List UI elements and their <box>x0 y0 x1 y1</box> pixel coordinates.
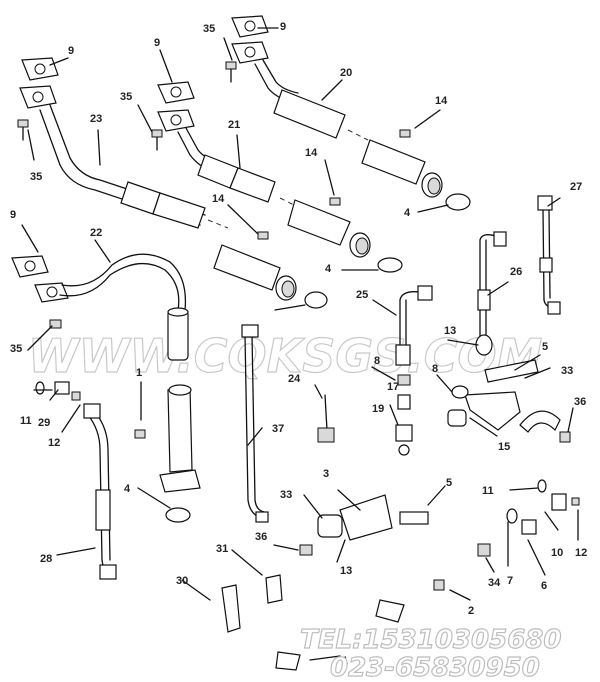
oil-line-26 <box>475 231 507 356</box>
exhaust-tube-23 <box>39 104 229 229</box>
callout-label: 11 <box>20 415 32 427</box>
callout-label: 2 <box>468 605 474 617</box>
callout-label: 13 <box>444 325 456 337</box>
callout-label: 3 <box>323 468 329 480</box>
callout-label: 31 <box>216 543 228 555</box>
tube-section-14 <box>213 244 328 309</box>
callout-label: 5 <box>542 341 548 353</box>
callout-label: 14 <box>305 147 318 159</box>
callout-label: 33 <box>280 489 292 501</box>
callout-label: 9 <box>154 37 160 49</box>
callout-label: 35 <box>203 23 215 35</box>
callout-label: 9 <box>68 45 74 57</box>
callout-label: 12 <box>575 547 587 559</box>
callout-label: 9 <box>280 21 286 33</box>
callout-label: 13 <box>340 565 352 577</box>
callout-label: 11 <box>482 485 494 497</box>
callout-label: 8 <box>374 355 380 367</box>
bolt <box>17 119 29 141</box>
callout-label: 36 <box>574 396 586 408</box>
callout-label: 28 <box>40 553 52 565</box>
flange-gasket <box>19 57 59 109</box>
bracket-3 <box>299 494 429 556</box>
callout-label: 33 <box>561 365 573 377</box>
callout-label: 4 <box>124 483 131 495</box>
bolt-24 <box>317 394 335 443</box>
contact-tel: TEL:15310305680 <box>300 625 561 655</box>
small-fittings <box>433 479 580 591</box>
oil-line-25 <box>395 285 433 456</box>
callout-label: 8 <box>432 363 438 375</box>
callout-label: 24 <box>288 373 301 385</box>
callout-label: 17 <box>387 381 399 393</box>
callout-label: 7 <box>507 575 513 587</box>
clip-2 <box>375 599 405 623</box>
callout-label: 14 <box>212 193 225 205</box>
callout-label: 5 <box>446 477 452 489</box>
callout-label: 1 <box>342 655 348 667</box>
bolt <box>151 129 163 151</box>
bolt <box>49 319 62 329</box>
callout-label: 15 <box>498 441 510 453</box>
callout-label: 9 <box>10 209 16 221</box>
bracket-30 <box>221 584 241 633</box>
watermark-text: WWW.CQKSGS.COM <box>28 329 542 383</box>
callout-label: 19 <box>372 403 384 415</box>
callout-label: 34 <box>488 577 501 589</box>
clamp-33 <box>519 410 571 443</box>
callout-labels: 9 9 35 9 20 35 35 23 21 14 14 14 27 9 22… <box>10 21 587 667</box>
fittings-group <box>35 381 81 401</box>
callout-label: 35 <box>10 343 22 355</box>
callout-label: 1 <box>136 367 142 379</box>
exhaust-tube-20 <box>231 15 471 211</box>
drain-tube-1 <box>134 384 201 523</box>
hose-28 <box>83 403 117 580</box>
callout-label: 35 <box>30 171 42 183</box>
callout-label: 21 <box>228 119 240 131</box>
callout-label: 27 <box>570 181 582 193</box>
callout-label: 4 <box>325 263 332 275</box>
exhaust-tube-21 <box>157 81 403 273</box>
hose-37 <box>241 324 269 523</box>
contact-phone: 023-65830950 <box>330 653 540 682</box>
callout-label: 26 <box>510 266 522 278</box>
bracket-31 <box>265 574 283 604</box>
callout-label: 29 <box>38 417 50 429</box>
callout-label: 10 <box>551 547 563 559</box>
callout-label: 14 <box>435 95 448 107</box>
callout-label: 22 <box>90 227 102 239</box>
bolt <box>257 129 411 240</box>
exhaust-tube-22 <box>11 253 189 361</box>
callout-label: 4 <box>404 207 411 219</box>
callout-label: 25 <box>356 289 368 301</box>
clip-1 <box>275 651 301 671</box>
callout-label: 37 <box>272 423 284 435</box>
leader-lines <box>21 27 579 661</box>
oil-line-27 <box>537 195 561 315</box>
callout-label: 20 <box>340 67 352 79</box>
bolt <box>225 61 237 83</box>
bracket-15 <box>447 359 539 431</box>
callout-label: 6 <box>541 580 547 592</box>
callout-label: 12 <box>48 437 60 449</box>
callout-label: 35 <box>120 91 132 103</box>
callout-label: 30 <box>176 575 188 587</box>
callout-label: 36 <box>255 531 267 543</box>
callout-label: 23 <box>90 113 102 125</box>
